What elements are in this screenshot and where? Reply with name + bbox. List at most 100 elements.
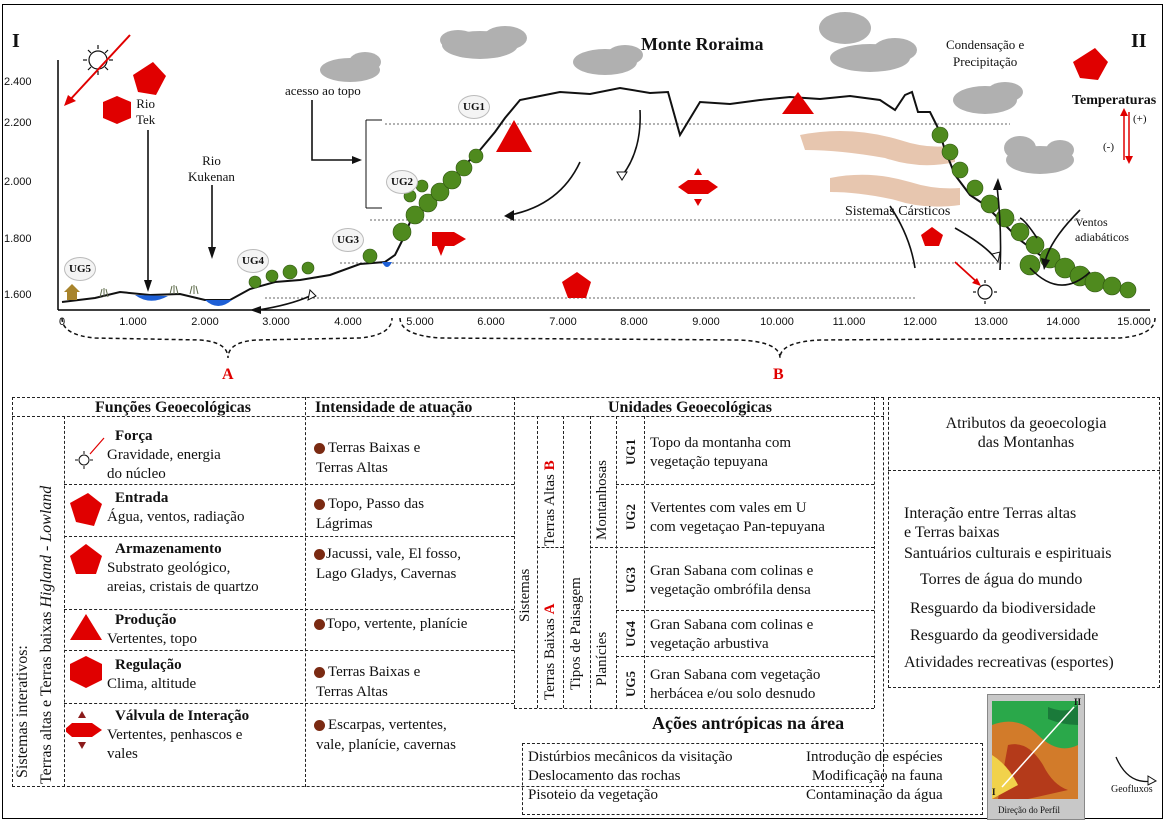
intensity-bullet <box>314 720 325 731</box>
function-title: Entrada <box>115 490 169 506</box>
function-desc: areias, cristais de quartzo <box>107 579 259 595</box>
function-desc: Clima, altitude <box>107 676 197 692</box>
ug-desc: Gran Sabana com colinas e <box>650 562 814 579</box>
temp-minus: (-) <box>1103 141 1114 153</box>
y-tick: 2.200 <box>4 117 32 129</box>
intensity-text: Lágrimas <box>316 516 373 532</box>
intensity-text: Terras Baixas e <box>328 440 421 456</box>
geo-table <box>12 397 884 787</box>
geofluxos-icon <box>1115 756 1158 786</box>
atributo-item: Atividades recreativas (esportes) <box>904 654 1114 671</box>
map-label-i: I <box>992 787 996 797</box>
x-tick: 7.000 <box>549 316 577 328</box>
y-tick: 2.000 <box>4 176 32 188</box>
tipos-paisagem-label: Tipos de Paisagem <box>568 577 584 690</box>
x-tick: 3.000 <box>262 316 290 328</box>
vegetation <box>248 126 1137 299</box>
intensity-text: Terras Altas <box>316 460 388 476</box>
wind-plumes <box>800 131 960 207</box>
intensity-bullet <box>314 443 325 454</box>
profile-map: I II Direção do Perfil <box>987 694 1085 820</box>
atributo-item: Interação entre Terras altas <box>904 505 1077 522</box>
planicies-label: Planícies <box>594 631 610 686</box>
function-desc: Substrato geológico, <box>107 560 231 576</box>
sistemas-interativos-label: Sistemas interativos: <box>14 645 31 778</box>
terras-label: Terras altas e Terras baixas Higland - L… <box>38 485 55 784</box>
function-icons <box>66 437 105 749</box>
montanhosas-label: Montanhosas <box>594 460 610 540</box>
ug-desc: Vertentes com vales em U <box>650 499 807 516</box>
cloud-icons <box>320 12 1074 174</box>
sistemas-label: Sistemas <box>517 568 533 622</box>
acoes-right: Introdução de espécies Modificação na fa… <box>806 749 943 803</box>
x-tick: 5.000 <box>406 316 434 328</box>
ug-desc: vegetação arbustiva <box>650 636 769 652</box>
acesso-label: acesso ao topo <box>285 83 361 98</box>
map-caption: Direção do Perfil <box>998 805 1060 815</box>
function-title: Produção <box>115 612 177 628</box>
red-symbols <box>103 48 1108 298</box>
ug-desc: Gran Sabana com colinas e <box>650 617 814 633</box>
funcoes-header: Funções Geoecológicas <box>95 399 251 416</box>
intensity-text: Topo, Passo das <box>328 496 425 512</box>
ug-code: UG4 <box>623 621 638 647</box>
atributo-item: Santuários culturais e espirituais <box>904 545 1112 562</box>
ug1-marker: UG1 <box>458 95 490 119</box>
section-a-label: A <box>222 366 234 383</box>
x-tick: 13.000 <box>974 316 1008 328</box>
geofluxos-label: Geofluxos <box>1111 784 1153 795</box>
function-title: Força <box>115 428 153 444</box>
house-icon <box>64 284 80 300</box>
intensity-bullet <box>314 619 325 630</box>
temp-plus: (+) <box>1133 113 1147 125</box>
intensity-text: Lago Gladys, Cavernas <box>316 566 457 582</box>
roman-label-right: II <box>1131 30 1147 52</box>
ug-desc: Topo da montanha com <box>650 435 791 451</box>
terras-altas-label: Terras Altas B <box>542 460 558 546</box>
function-title: Regulação <box>115 657 182 673</box>
x-tick: 6.000 <box>477 316 505 328</box>
intensity-text: vale, planície, cavernas <box>316 737 456 753</box>
intensity-bullet <box>314 667 325 678</box>
intensity-text: Escarpas, vertentes, <box>328 717 447 733</box>
intensity-text: Terras Baixas e <box>328 664 421 680</box>
diagram-title: Monte Roraima <box>641 34 764 54</box>
x-tick: 10.000 <box>760 316 794 328</box>
acoes-box <box>522 743 983 815</box>
atributo-item: Resguardo da geodiversidade <box>910 627 1099 644</box>
x-tick: 0 <box>58 316 66 328</box>
ug4-marker: UG4 <box>237 249 269 273</box>
intensity-bullet <box>314 549 325 560</box>
intensity-text: Terras Altas <box>316 684 388 700</box>
acoes-title: Ações antrópicas na área <box>652 713 845 733</box>
x-tick: 1.000 <box>119 316 147 328</box>
intensidade-header: Intensidade de atuação <box>315 399 473 416</box>
roman-label-left: I <box>12 30 20 52</box>
ug-code: UG1 <box>623 439 638 465</box>
figure-frame <box>2 4 1163 819</box>
sistemas-carsticos-label: Sistemas Cársticos <box>845 204 951 219</box>
intensity-text: Jacussi, vale, El fosso, <box>326 546 461 562</box>
unidades-header: Unidades Geoecológicas <box>608 399 772 416</box>
intensity-text: Topo, vertente, planície <box>326 616 468 632</box>
ug-desc: Gran Sabana com vegetação <box>650 667 821 683</box>
x-tick: 14.000 <box>1046 316 1080 328</box>
acoes-left: Distúrbios mecânicos da visitação Desloc… <box>528 749 733 803</box>
ug-desc: vegetação tepuyana <box>650 454 768 470</box>
function-desc: vales <box>107 746 138 762</box>
intensity-bullet <box>314 499 325 510</box>
y-tick: 1.800 <box>4 233 32 245</box>
section-b-label: B <box>773 366 784 383</box>
function-desc: Vertentes, topo <box>107 631 197 647</box>
profile-diagram <box>57 12 1156 359</box>
function-desc: Água, ventos, radiação <box>107 509 245 525</box>
x-tick: 11.000 <box>832 316 866 328</box>
temperatures-label: Temperaturas <box>1072 93 1157 108</box>
ug-code: UG5 <box>623 671 638 697</box>
atributo-item: e Terras baixas <box>904 524 1000 541</box>
ug5-marker: UG5 <box>64 257 96 281</box>
